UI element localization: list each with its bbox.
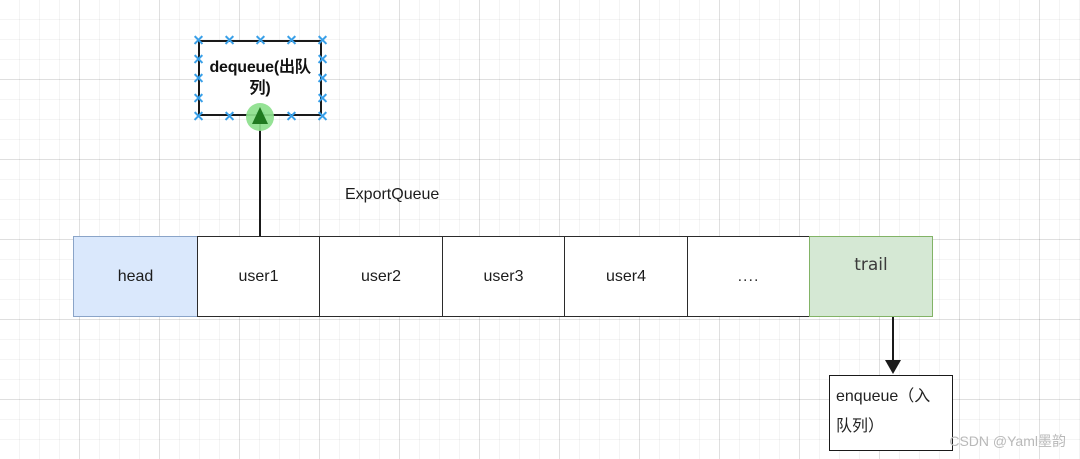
connection-handle-top-right[interactable]	[317, 35, 328, 46]
connection-handle-bottom-right[interactable]	[317, 111, 328, 122]
export-queue-label: ExportQueue	[345, 186, 440, 203]
queue-cell-head[interactable]: head	[73, 236, 198, 317]
queue-cell-ellipsis[interactable]: ....	[686, 236, 811, 317]
queue-cell-user4[interactable]: user4	[564, 236, 688, 317]
connection-handle-right-upper[interactable]	[317, 53, 328, 64]
dequeue-node-label: dequeue(出队列)	[209, 59, 311, 97]
dequeue-connector-line[interactable]	[259, 118, 261, 236]
queue-cell-label: user3	[483, 267, 524, 285]
connection-handle-top-center[interactable]	[255, 35, 266, 46]
arrow-down-icon	[885, 360, 901, 374]
queue-row: head user1 user2 user3 user4 .... trail	[73, 236, 933, 317]
queue-cell-label: user2	[360, 267, 402, 285]
queue-cell-label: ....	[737, 267, 760, 285]
connection-handle-left-upper[interactable]	[193, 53, 204, 64]
connection-handle-bottom-left-mid[interactable]	[224, 111, 235, 122]
connection-handle-bottom-left[interactable]	[193, 111, 204, 122]
queue-cell-label: user4	[605, 267, 647, 285]
watermark: CSDN @Yaml墨韵	[949, 433, 1066, 449]
enqueue-node-label: enqueue（入队列）	[836, 388, 931, 435]
connection-handle-left-lower[interactable]	[193, 92, 204, 103]
queue-cell-user3[interactable]: user3	[441, 236, 566, 317]
enqueue-connector-line[interactable]	[892, 317, 894, 364]
arrow-up-icon	[252, 107, 268, 124]
connection-handle-top-left-mid[interactable]	[224, 35, 235, 46]
queue-cell-label: trail	[854, 255, 888, 275]
enqueue-node[interactable]: enqueue（入队列）	[829, 375, 953, 451]
queue-cell-user1[interactable]: user1	[196, 236, 321, 317]
queue-cell-trail[interactable]: trail	[809, 236, 933, 317]
connection-handle-top-right-mid[interactable]	[286, 35, 297, 46]
connection-handle-left-middle[interactable]	[193, 73, 204, 84]
connection-handle-right-middle[interactable]	[317, 73, 328, 84]
queue-cell-user2[interactable]: user2	[319, 236, 443, 317]
connection-handle-right-lower[interactable]	[317, 92, 328, 103]
queue-cell-label: user1	[238, 267, 279, 285]
connection-handle-top-left[interactable]	[193, 35, 204, 46]
queue-cell-label: head	[117, 267, 154, 285]
connection-handle-bottom-right-mid[interactable]	[286, 111, 297, 122]
